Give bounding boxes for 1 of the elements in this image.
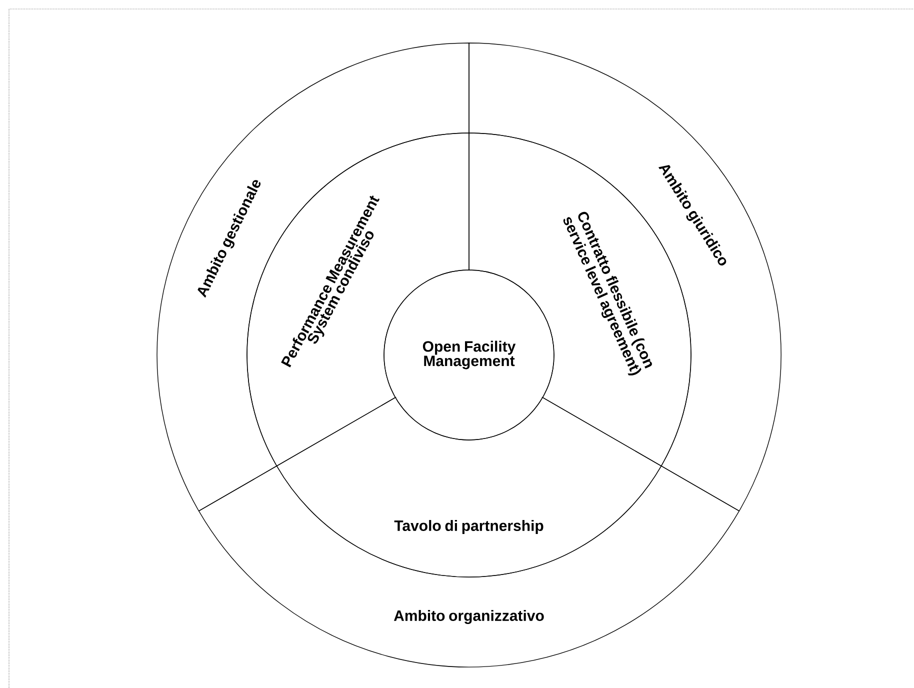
ring-segment: Tavolo di partnership [276,397,662,578]
